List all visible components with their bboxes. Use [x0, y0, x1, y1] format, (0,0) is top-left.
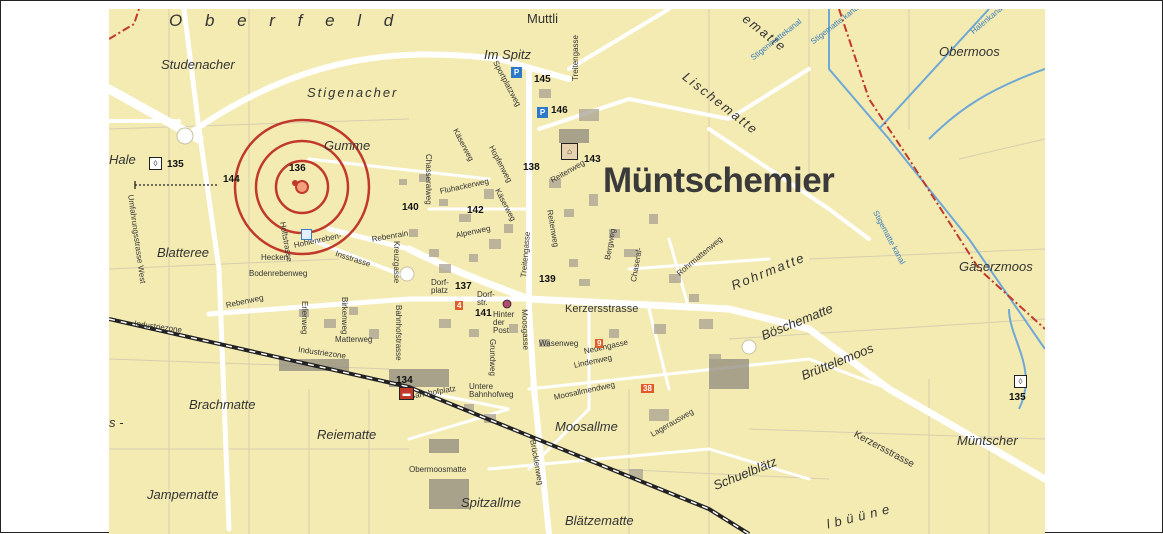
label-gumme: Gumme: [324, 138, 371, 153]
marker-144: 144: [223, 174, 240, 185]
street-birkenweg: Birkenweg: [340, 297, 349, 335]
label-brachmatte: Brachmatte: [189, 397, 256, 412]
parking-icon[interactable]: P: [511, 67, 522, 78]
marker-135b: 135: [1009, 392, 1026, 403]
street-treitengasse-top: Treitengasse: [571, 35, 580, 81]
street-dorfstr: Dorf- str.: [477, 290, 495, 307]
street-unterebahnhofweg: Untere Bahnhofweg: [469, 382, 514, 399]
street-wasenweg: Wasenweg: [539, 339, 579, 348]
parking-icon[interactable]: P: [537, 107, 548, 118]
label-reiematte: Reiematte: [317, 427, 377, 442]
street-kreuzgasse: Kreuzgasse: [392, 241, 401, 284]
marker-140: 140: [402, 202, 419, 213]
marker-143: 143: [584, 154, 601, 165]
roads: [109, 9, 1045, 534]
marker-146: 146: [551, 105, 568, 116]
forest-icon[interactable]: ◊: [149, 157, 162, 170]
railway: [109, 317, 751, 534]
marker-142: 142: [467, 205, 484, 216]
street-moosgasse: Moosgasse: [520, 309, 531, 351]
marker-9: 9: [595, 339, 604, 348]
label-blaetzematte: Blätzematte: [565, 513, 634, 528]
street-grundweg: Grundweg: [488, 339, 497, 376]
street-bahnhofstrasse: Bahnhofstrasse: [394, 305, 403, 361]
marker-139: 139: [539, 274, 556, 285]
street-hecken: Hecken: [261, 253, 289, 262]
label-im-spitz: Im Spitz: [484, 47, 531, 62]
marker-135a: 135: [167, 159, 184, 170]
poi-dot: [502, 299, 512, 309]
label-muentscher: Müntscher: [957, 433, 1018, 448]
marker-136: 136: [289, 163, 306, 174]
marker-4: 4: [455, 301, 464, 310]
street-kerzersstrasse1: Kerzersstrasse: [565, 303, 639, 315]
street-bodenrebenweg: Bodenrebenweg: [249, 269, 308, 278]
label-spitzallme: Spitzallme: [461, 495, 521, 510]
marker-138: 138: [523, 162, 540, 173]
label-studenacher: Studenacher: [161, 57, 235, 72]
label-gaeserzmoos: Gäserzmoos: [959, 259, 1033, 274]
marker-137: 137: [455, 281, 472, 292]
label-oberfeld: O b e r f e l d: [169, 11, 403, 30]
marker-134: 134: [396, 375, 413, 386]
label-hale: Hale: [109, 152, 136, 167]
forest-icon[interactable]: ◊: [1014, 375, 1027, 388]
street-erlenweg: Erlenweg: [300, 301, 309, 335]
building-icon[interactable]: [301, 229, 312, 240]
street-hinterderpost: Hinter der Post: [493, 310, 515, 335]
map-title: Müntschemier: [603, 161, 835, 200]
street-dorfplatz: Dorf- platz: [431, 278, 449, 295]
street-chasseralweg: Chasseralweg: [424, 154, 433, 205]
street-matterweg: Matterweg: [335, 335, 373, 344]
label-blatteree: Blatteree: [157, 245, 210, 260]
roundabouts: [176, 127, 757, 355]
marker-145: 145: [534, 74, 551, 85]
street-obermoosmatte: Obermoosmatte: [409, 465, 467, 474]
marker-38: 38: [641, 384, 654, 393]
label-stigenacher: Stigenacher: [307, 85, 399, 100]
marker-141: 141: [475, 308, 492, 319]
map-graphics: [109, 9, 1045, 534]
label-jampematte: Jampematte: [147, 487, 219, 502]
label-moosallme: Moosallme: [555, 419, 618, 434]
map-canvas[interactable]: O b e r f e l d Muttli Studenacher Im Sp…: [109, 9, 1045, 534]
label-s-edge: s -: [109, 415, 124, 430]
castle-icon[interactable]: ⌂: [561, 143, 578, 160]
border: [109, 9, 1045, 330]
label-obermoos: Obermoos: [939, 44, 1000, 59]
label-muttli: Muttli: [527, 11, 559, 26]
water-channels: [828, 9, 1045, 410]
target-rings: [233, 118, 371, 256]
station-icon[interactable]: ▬: [399, 387, 414, 400]
